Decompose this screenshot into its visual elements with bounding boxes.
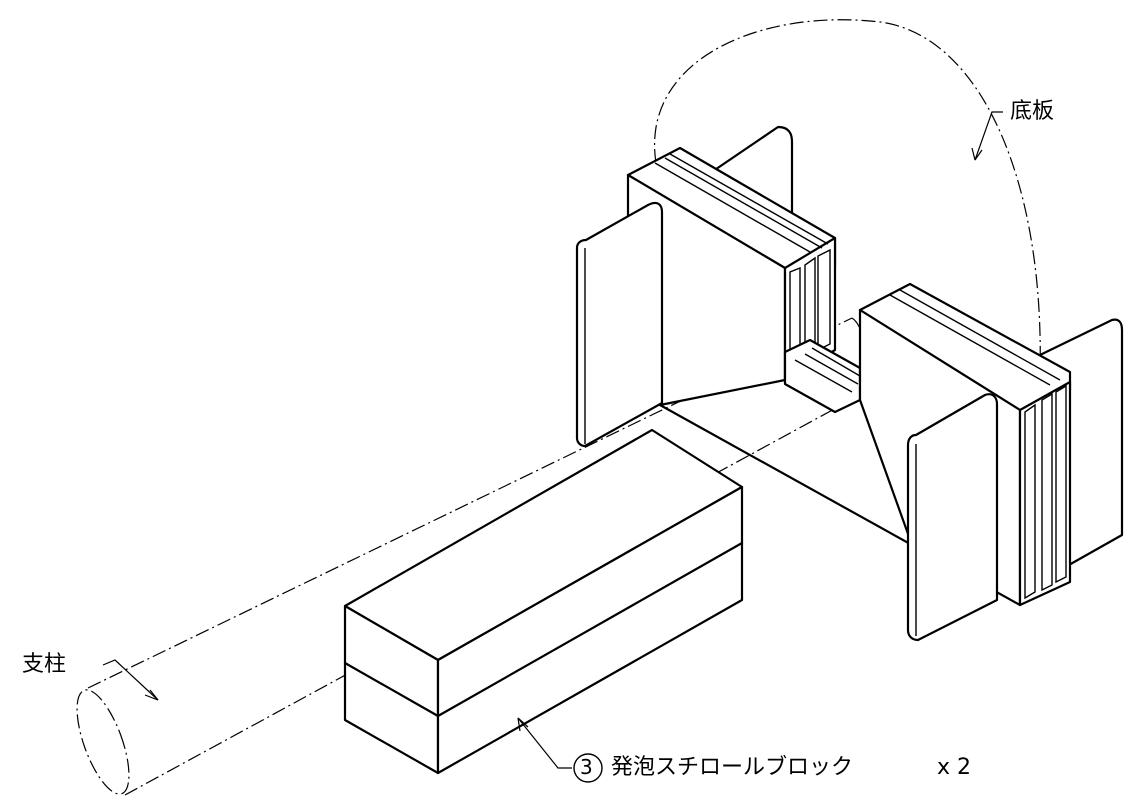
label-leaders (102, 111, 1003, 783)
post-label: 支柱 (22, 652, 67, 677)
part-number-text: 3 (580, 755, 593, 779)
bottom-plate-label: 底板 (1010, 99, 1055, 124)
bottom-plate-phantom-arc (653, 19, 1041, 376)
base-edge-line (658, 403, 914, 547)
left-frame-assembly (575, 125, 862, 448)
foam-block-stack (343, 428, 744, 775)
right-frame-assembly (858, 282, 1124, 642)
foam-block-label: 発泡スチロールブロック (611, 755, 854, 780)
part-number-balloon (573, 753, 603, 783)
quantity-label: x 2 (937, 755, 972, 780)
